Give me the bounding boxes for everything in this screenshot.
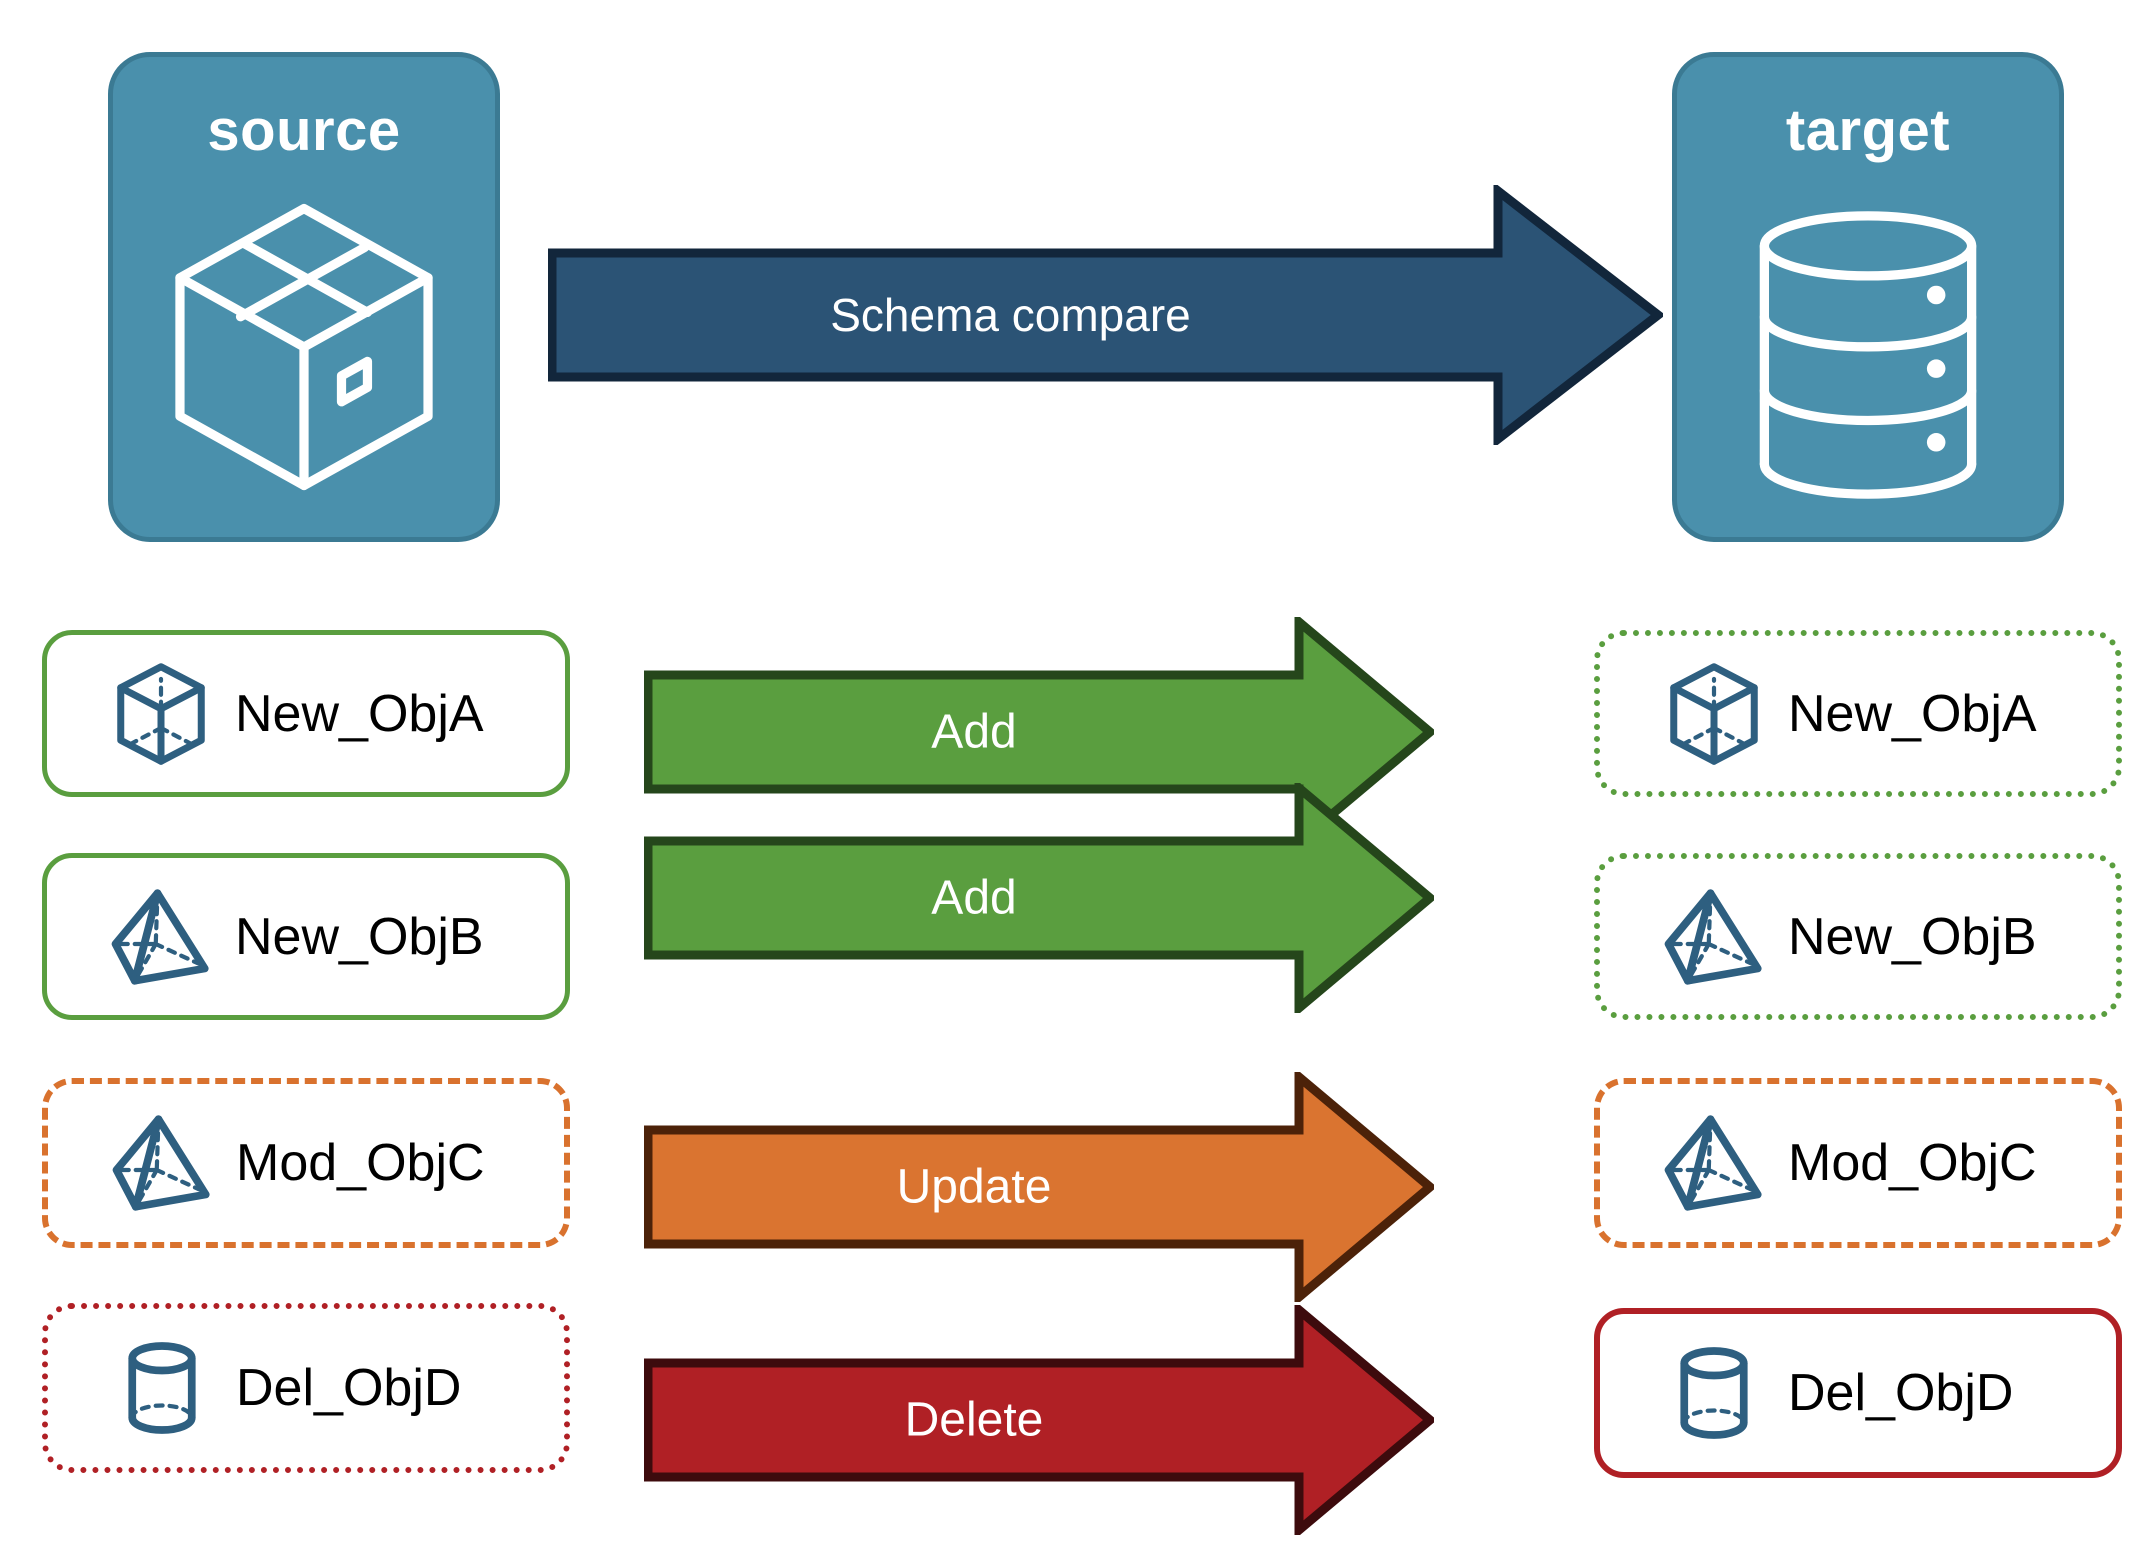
wireframe-cylinder-icon bbox=[1658, 1337, 1770, 1449]
target-object-label-3: Del_ObjD bbox=[1788, 1364, 2014, 1422]
source-title: source bbox=[207, 98, 401, 163]
source-object-card-2[interactable]: Mod_ObjC bbox=[42, 1078, 570, 1248]
wireframe-pyramid-icon bbox=[105, 881, 217, 993]
source-object-label-2: Mod_ObjC bbox=[236, 1134, 485, 1192]
source-object-label-0: New_ObjA bbox=[235, 684, 484, 743]
source-endpoint-card: source bbox=[108, 52, 500, 542]
source-object-card-0[interactable]: New_ObjA bbox=[42, 630, 570, 797]
target-object-label-0: New_ObjA bbox=[1788, 684, 2037, 743]
target-object-label-1: New_ObjB bbox=[1788, 907, 2037, 966]
action-arrow-2: Update bbox=[643, 1067, 1437, 1307]
package-box-icon bbox=[159, 197, 449, 502]
source-object-card-3[interactable]: Del_ObjD bbox=[42, 1303, 570, 1473]
target-object-label-2: Mod_ObjC bbox=[1788, 1134, 2037, 1192]
target-object-card-1[interactable]: New_ObjB bbox=[1594, 853, 2122, 1020]
target-object-card-0[interactable]: New_ObjA bbox=[1594, 630, 2122, 797]
wireframe-cylinder-icon bbox=[106, 1332, 218, 1444]
target-title: target bbox=[1785, 98, 1951, 163]
wireframe-pyramid-icon bbox=[1658, 1107, 1770, 1219]
database-cylinder-icon bbox=[1737, 205, 1999, 510]
source-object-label-1: New_ObjB bbox=[235, 907, 484, 966]
wireframe-pyramid-icon bbox=[1658, 881, 1770, 993]
action-arrow-3: Delete bbox=[643, 1300, 1437, 1540]
target-object-card-3[interactable]: Del_ObjD bbox=[1594, 1308, 2122, 1478]
wireframe-pyramid-icon bbox=[106, 1107, 218, 1219]
source-object-label-3: Del_ObjD bbox=[236, 1359, 462, 1417]
target-endpoint-card: target bbox=[1672, 52, 2064, 542]
source-object-card-1[interactable]: New_ObjB bbox=[42, 853, 570, 1020]
action-arrow-1: Add bbox=[643, 778, 1437, 1018]
wireframe-cube-icon bbox=[1658, 658, 1770, 770]
schema-compare-arrow: Schema compare bbox=[547, 181, 1666, 449]
target-object-card-2[interactable]: Mod_ObjC bbox=[1594, 1078, 2122, 1248]
wireframe-cube-icon bbox=[105, 658, 217, 770]
